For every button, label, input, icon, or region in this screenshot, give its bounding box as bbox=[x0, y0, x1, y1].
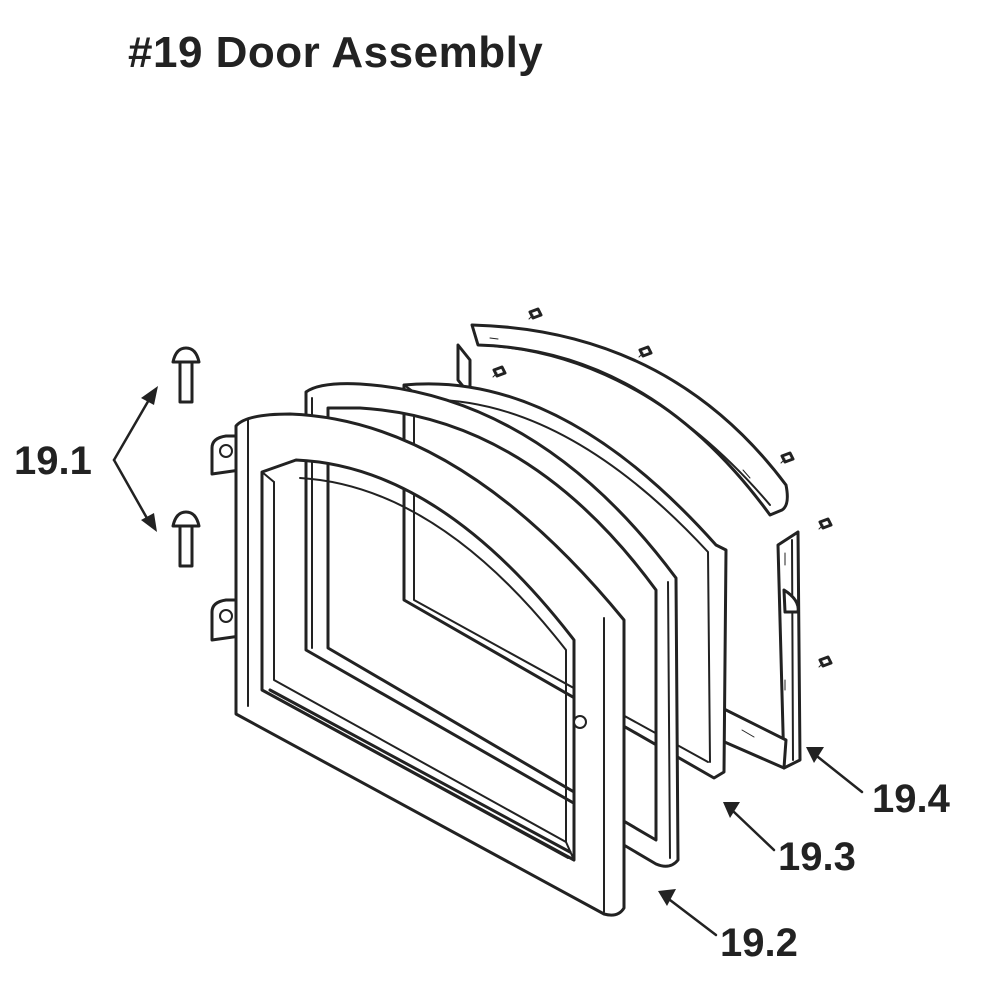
leader-19-1 bbox=[112, 386, 158, 532]
part-19-2-gasket-frame bbox=[304, 382, 680, 868]
screw-icon bbox=[638, 345, 653, 358]
part-19-1-hinge-pins bbox=[171, 346, 201, 568]
part-19-4-mounting-bracket bbox=[456, 323, 802, 770]
leader-19-4 bbox=[806, 747, 864, 794]
leader-19-3 bbox=[723, 802, 776, 852]
callout-19-3: 19.3 bbox=[778, 835, 856, 879]
bracket-screws bbox=[492, 307, 833, 668]
part-19-door-frame bbox=[210, 412, 626, 917]
callout-19-4: 19.4 bbox=[872, 777, 951, 821]
hinge-pin-icon bbox=[171, 346, 201, 404]
screw-icon bbox=[528, 307, 543, 320]
callout-19-2: 19.2 bbox=[720, 921, 798, 965]
screw-icon bbox=[780, 451, 795, 464]
screw-icon bbox=[492, 365, 507, 378]
callout-19-1: 19.1 bbox=[14, 439, 92, 483]
screw-icon bbox=[818, 655, 833, 668]
screw-icon bbox=[818, 517, 833, 530]
hinge-pin-icon bbox=[171, 510, 201, 568]
leader-19-2 bbox=[658, 889, 718, 937]
page-title: #19 Door Assembly bbox=[128, 28, 544, 77]
